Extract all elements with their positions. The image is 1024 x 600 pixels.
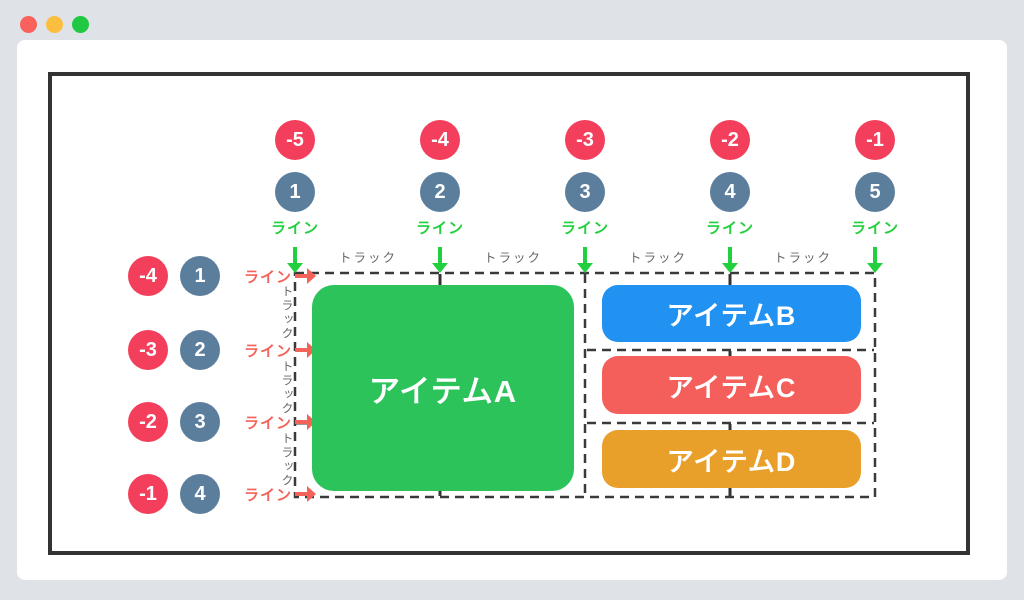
down-arrow-icon [432, 247, 448, 273]
row-line-1: -4 1 ライン [128, 256, 317, 296]
column-line-3: -3 3 ライン [540, 120, 630, 273]
row-line-2: -3 2 ライン [128, 330, 317, 370]
zoom-window-icon[interactable] [72, 16, 89, 33]
line-label: ライン [270, 220, 319, 237]
minimize-window-icon[interactable] [46, 16, 63, 33]
column-track-label: トラック [483, 251, 542, 265]
grid-item-b: アイテムB [602, 285, 861, 342]
column-line-4: -2 4 ライン [685, 120, 775, 273]
right-arrow-icon [295, 268, 317, 284]
positive-line-number: 3 [180, 402, 220, 442]
row-track-label: トラック [280, 432, 294, 488]
grid-item-c: アイテムC [602, 356, 861, 414]
line-label: ライン [850, 220, 899, 237]
down-arrow-icon [577, 247, 593, 273]
right-arrow-icon [295, 342, 317, 358]
grid-item-d: アイテムD [602, 430, 861, 488]
positive-line-number: 1 [275, 172, 315, 212]
column-track-label: トラック [628, 251, 687, 265]
positive-line-number: 1 [180, 256, 220, 296]
line-label: ライン [244, 414, 293, 432]
row-track-label: トラック [280, 360, 294, 416]
down-arrow-icon [287, 247, 303, 273]
line-label: ライン [560, 220, 609, 237]
negative-line-number: -2 [128, 402, 168, 442]
positive-line-number: 4 [710, 172, 750, 212]
right-arrow-icon [295, 486, 317, 502]
negative-line-number: -5 [275, 120, 315, 160]
negative-line-number: -1 [128, 474, 168, 514]
line-label: ライン [705, 220, 754, 237]
positive-line-number: 5 [855, 172, 895, 212]
column-track-label: トラック [338, 251, 397, 265]
negative-line-number: -2 [710, 120, 750, 160]
positive-line-number: 3 [565, 172, 605, 212]
close-window-icon[interactable] [20, 16, 37, 33]
negative-line-number: -1 [855, 120, 895, 160]
column-line-5: -1 5 ライン [830, 120, 920, 273]
right-arrow-icon [295, 414, 317, 430]
line-label: ライン [415, 220, 464, 237]
grid-item-a: アイテムA [312, 285, 574, 491]
column-line-2: -4 2 ライン [395, 120, 485, 273]
row-line-4: -1 4 ライン [128, 474, 317, 514]
positive-line-number: 2 [180, 330, 220, 370]
positive-line-number: 2 [420, 172, 460, 212]
window-controls [20, 16, 89, 33]
positive-line-number: 4 [180, 474, 220, 514]
negative-line-number: -3 [128, 330, 168, 370]
line-label: ライン [244, 486, 293, 504]
line-label: ライン [244, 268, 293, 286]
down-arrow-icon [867, 247, 883, 273]
down-arrow-icon [722, 247, 738, 273]
column-track-label: トラック [773, 251, 832, 265]
row-track-label: トラック [280, 285, 294, 341]
line-label: ライン [244, 342, 293, 360]
negative-line-number: -4 [420, 120, 460, 160]
negative-line-number: -4 [128, 256, 168, 296]
negative-line-number: -3 [565, 120, 605, 160]
row-line-3: -2 3 ライン [128, 402, 317, 442]
column-line-1: -5 1 ライン [250, 120, 340, 273]
